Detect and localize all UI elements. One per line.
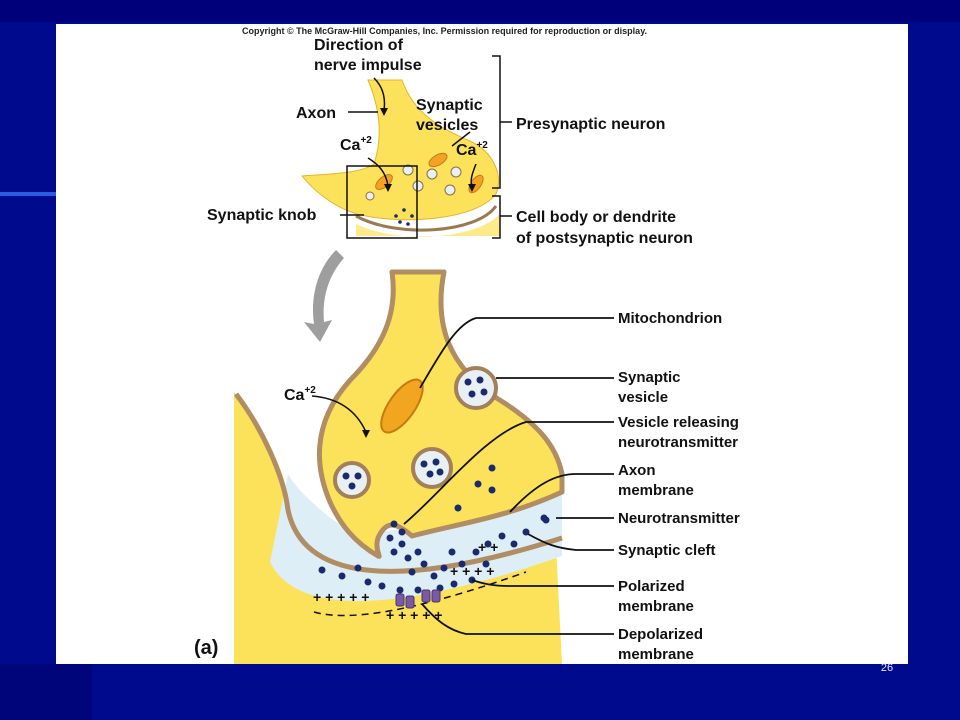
label-polarized-line2: membrane xyxy=(618,598,694,615)
label-postsynaptic-line2: of postsynaptic neuron xyxy=(516,230,693,247)
leader-polarized xyxy=(471,579,614,587)
vesicle-contents xyxy=(342,376,488,490)
brackets xyxy=(492,55,512,239)
label-synaptic-knob: Synaptic knob xyxy=(207,207,317,224)
presynaptic-knob xyxy=(316,269,565,559)
vesicle-small xyxy=(426,168,438,180)
svg-text:+ + + + +: + + + + + xyxy=(313,589,369,605)
impulse-arrow xyxy=(373,77,386,111)
membrane-potential-line xyxy=(313,571,527,617)
mitochondrion-small xyxy=(428,152,448,168)
mitochondrion xyxy=(380,378,424,434)
svg-text:+ +: + + xyxy=(478,539,498,555)
vesicle-group xyxy=(333,366,498,499)
presynaptic-overview xyxy=(301,79,500,239)
magnify-arrow xyxy=(304,250,344,342)
magnify-box xyxy=(346,165,418,239)
postsynaptic-region xyxy=(356,214,500,237)
copyright-notice: Copyright © The McGraw-Hill Companies, I… xyxy=(242,26,647,36)
vesicle-small xyxy=(365,191,375,201)
synapse-enlarged: + + + + + + + + + + + + + + + + xyxy=(234,269,565,664)
vesicle xyxy=(454,366,498,410)
leader-mitochondrion xyxy=(419,317,614,389)
vesicle-small xyxy=(402,164,414,176)
label-depolarized-line2: membrane xyxy=(618,646,694,663)
svg-text:+ + + + +: + + + + + xyxy=(386,607,442,623)
label-ca-left: Ca+2 xyxy=(340,135,372,154)
label-axon: Axon xyxy=(296,105,336,122)
label-mitochondrion: Mitochondrion xyxy=(618,310,722,327)
label-neurotransmitter: Neurotransmitter xyxy=(618,510,740,527)
synapse-diagram: Copyright © The McGraw-Hill Companies, I… xyxy=(194,26,740,664)
label-synaptic-vesicle-line2: vesicle xyxy=(618,389,668,406)
figure-panel: Copyright © The McGraw-Hill Companies, I… xyxy=(56,24,908,664)
label-vesicle-releasing-line2: neurotransmitter xyxy=(618,434,738,451)
knob-membrane xyxy=(355,205,498,232)
label-synaptic-vesicles-line1: Synaptic xyxy=(416,97,483,114)
membrane-charges: + + + + + + + + + + + + + + + + xyxy=(313,539,498,623)
label-ca-right: Ca+2 xyxy=(456,140,488,159)
neurotransmitter-dots xyxy=(318,464,550,594)
label-synaptic-vesicle-line1: Synaptic xyxy=(618,369,681,386)
leader-depolarized xyxy=(421,603,614,635)
label-axon-membrane-line2: membrane xyxy=(618,482,694,499)
label-direction-line1: Direction of xyxy=(314,37,404,54)
vesicle xyxy=(411,447,453,489)
label-postsynaptic-line1: Cell body or dendrite xyxy=(516,209,676,226)
panel-label: (a) xyxy=(194,637,218,659)
leader-axon-membrane xyxy=(509,473,614,513)
label-synaptic-cleft: Synaptic cleft xyxy=(618,542,716,559)
label-depolarized-line1: Depolarized xyxy=(618,626,703,643)
label-ca-bottom: Ca+2 xyxy=(284,385,316,404)
label-polarized-line1: Polarized xyxy=(618,578,685,595)
leader-vesicle-releasing xyxy=(403,421,614,525)
receptor-channels xyxy=(395,589,441,609)
vesicle-small xyxy=(450,166,462,178)
vesicle-small xyxy=(412,180,424,192)
label-direction-line2: nerve impulse xyxy=(314,57,422,74)
leader-synaptic-cleft xyxy=(527,533,614,551)
label-vesicle-releasing-line1: Vesicle releasing xyxy=(618,414,739,431)
label-axon-membrane-line1: Axon xyxy=(618,462,656,479)
vesicle-small xyxy=(444,184,456,196)
slide-number: 26 xyxy=(880,662,894,674)
label-synaptic-vesicles-line2: vesicles xyxy=(416,117,478,134)
label-presynaptic-neuron: Presynaptic neuron xyxy=(516,116,665,133)
ca-arrow-left xyxy=(367,157,389,187)
leader-lines xyxy=(403,317,614,635)
vesicle xyxy=(333,461,371,499)
svg-text:+ + + +: + + + + xyxy=(450,563,494,579)
